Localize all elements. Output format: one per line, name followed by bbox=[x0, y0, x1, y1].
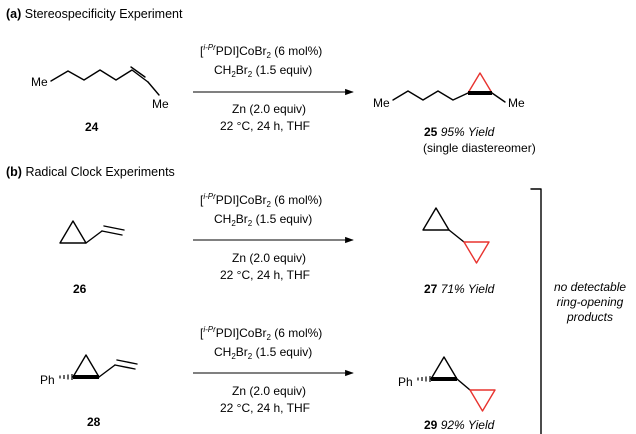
compound-29-structure: Ph bbox=[398, 356, 496, 412]
svg-text:products: products bbox=[566, 310, 613, 324]
svg-text:ring-opening: ring-opening bbox=[557, 295, 624, 309]
svg-text:22 °C, 24 h, THF: 22 °C, 24 h, THF bbox=[220, 119, 310, 133]
svg-text:Zn (2.0 equiv): Zn (2.0 equiv) bbox=[232, 384, 306, 398]
compound-24-label: 24 bbox=[85, 120, 99, 134]
compound-25-note: (single diastereomer) bbox=[423, 141, 536, 155]
svg-text:22 °C, 24 h, THF: 22 °C, 24 h, THF bbox=[220, 401, 310, 415]
me-label-24-left: Me bbox=[31, 75, 48, 89]
compound-27-label: 27 71% Yield bbox=[424, 282, 495, 296]
svg-text:CH2Br2 (1.5 equiv): CH2Br2 (1.5 equiv) bbox=[214, 345, 312, 361]
section-a-header: (a) Stereospecificity Experiment bbox=[6, 7, 183, 21]
bracket-note: no detectable ring-opening products bbox=[554, 280, 626, 324]
svg-text:Zn (2.0 equiv): Zn (2.0 equiv) bbox=[232, 102, 306, 116]
compound-25-label: 25 95% Yield bbox=[424, 125, 495, 139]
svg-text:[i-PrPDI]CoBr2 (6 mol%): [i-PrPDI]CoBr2 (6 mol%) bbox=[200, 192, 322, 209]
reagents-b2: [i-PrPDI]CoBr2 (6 mol%) CH2Br2 (1.5 equi… bbox=[200, 325, 322, 415]
compound-29-label: 29 92% Yield bbox=[424, 418, 495, 432]
svg-text:CH2Br2 (1.5 equiv): CH2Br2 (1.5 equiv) bbox=[214, 63, 312, 79]
ph-label-29: Ph bbox=[398, 375, 413, 389]
svg-text:[i-PrPDI]CoBr2 (6 mol%): [i-PrPDI]CoBr2 (6 mol%) bbox=[200, 325, 322, 342]
me-label-24-right: Me bbox=[152, 97, 169, 111]
reagents-a: [i-PrPDI]CoBr2 (6 mol%) CH2Br2 (1.5 equi… bbox=[200, 43, 322, 133]
compound-28-structure: Ph bbox=[40, 354, 138, 387]
svg-text:no detectable: no detectable bbox=[554, 280, 626, 294]
compound-28-label: 28 bbox=[87, 415, 101, 429]
compound-26-label: 26 bbox=[73, 282, 87, 296]
bracket bbox=[530, 188, 542, 434]
compound-26-structure bbox=[59, 220, 125, 244]
svg-text:22 °C, 24 h, THF: 22 °C, 24 h, THF bbox=[220, 268, 310, 282]
svg-text:CH2Br2 (1.5 equiv): CH2Br2 (1.5 equiv) bbox=[214, 212, 312, 228]
ph-label-28: Ph bbox=[40, 373, 55, 387]
svg-text:Zn (2.0 equiv): Zn (2.0 equiv) bbox=[232, 251, 306, 265]
me-label-25-left: Me bbox=[373, 96, 390, 110]
reagents-b1: [i-PrPDI]CoBr2 (6 mol%) CH2Br2 (1.5 equi… bbox=[200, 192, 322, 282]
compound-27-structure bbox=[422, 207, 490, 264]
me-label-25-right: Me bbox=[508, 96, 525, 110]
section-b-header: (b) Radical Clock Experiments bbox=[6, 165, 175, 179]
svg-text:[i-PrPDI]CoBr2 (6 mol%): [i-PrPDI]CoBr2 (6 mol%) bbox=[200, 43, 322, 60]
compound-25-structure: Me Me bbox=[373, 72, 525, 110]
compound-24-structure: Me Me bbox=[31, 66, 169, 111]
